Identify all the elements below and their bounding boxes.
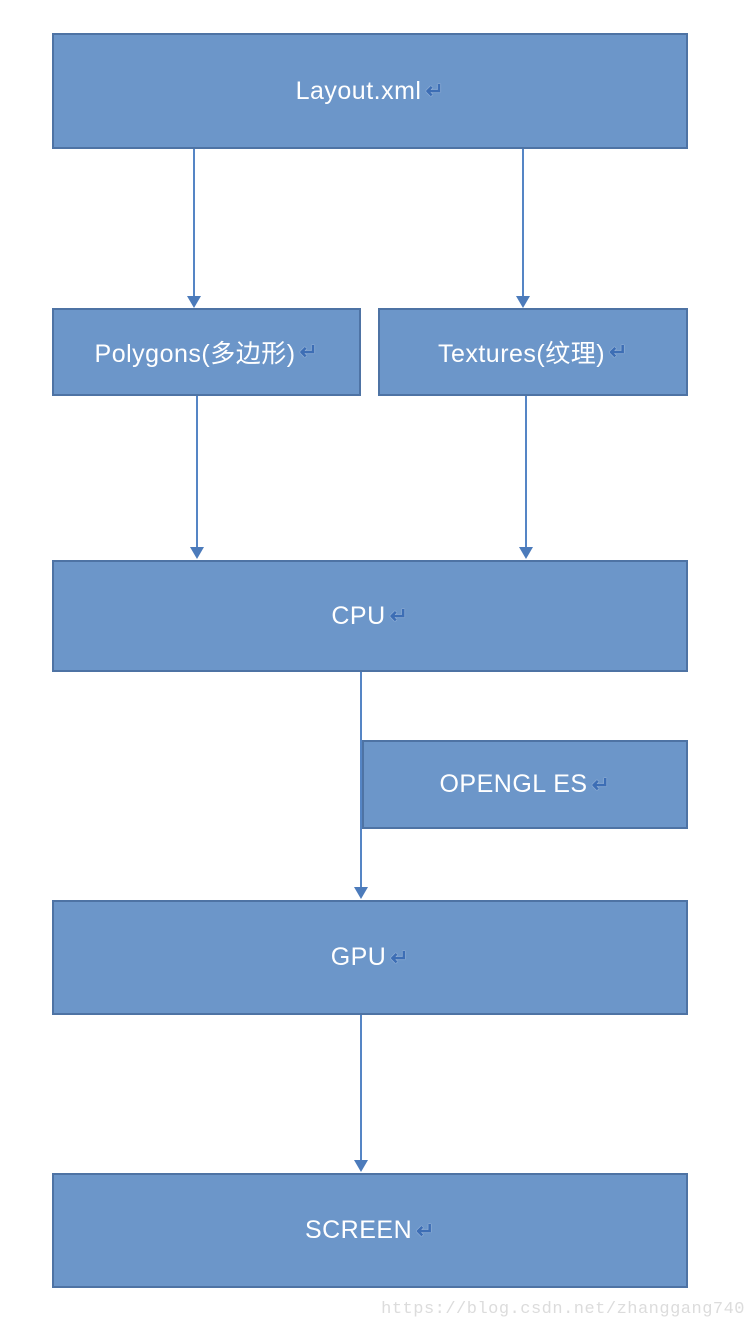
return-mark-icon: ↵: [591, 771, 611, 797]
node-label: GPU: [330, 943, 387, 971]
arrow-line: [525, 396, 527, 547]
arrow-line: [196, 396, 198, 547]
arrow-head-icon: [187, 296, 201, 308]
node-textures: Textures(纹理)↵: [378, 308, 688, 396]
arrow-head-icon: [354, 1160, 368, 1172]
node-screen: SCREEN↵: [52, 1173, 688, 1288]
arrow-line: [193, 149, 195, 296]
arrow-head-icon: [354, 887, 368, 899]
node-label: Layout.xml: [295, 76, 422, 105]
return-mark-icon: ↵: [609, 339, 629, 364]
return-mark-icon: ↵: [425, 78, 445, 103]
arrow-head-icon: [516, 296, 530, 308]
return-mark-icon: ↵: [390, 944, 410, 970]
node-label: Polygons(多边形): [94, 340, 296, 368]
return-mark-icon: ↵: [389, 603, 409, 628]
node-polygons: Polygons(多边形)↵: [52, 308, 361, 396]
return-mark-icon: ↵: [416, 1217, 436, 1243]
node-opengl-es: OPENGL ES↵: [362, 740, 688, 829]
arrow-line: [360, 1015, 362, 1160]
watermark: https://blog.csdn.net/zhanggang740: [381, 1300, 745, 1319]
arrow-head-icon: [190, 547, 204, 559]
node-label: SCREEN: [304, 1216, 413, 1244]
node-layout-xml: Layout.xml↵: [52, 33, 688, 149]
node-label: Textures(纹理): [437, 340, 606, 368]
arrow-head-icon: [519, 547, 533, 559]
return-mark-icon: ↵: [299, 339, 319, 364]
node-gpu: GPU↵: [52, 900, 688, 1015]
node-label: CPU: [331, 601, 386, 630]
node-cpu: CPU↵: [52, 560, 688, 672]
node-label: OPENGL ES: [439, 770, 588, 798]
arrow-line: [522, 149, 524, 296]
arrow-line: [360, 671, 362, 887]
